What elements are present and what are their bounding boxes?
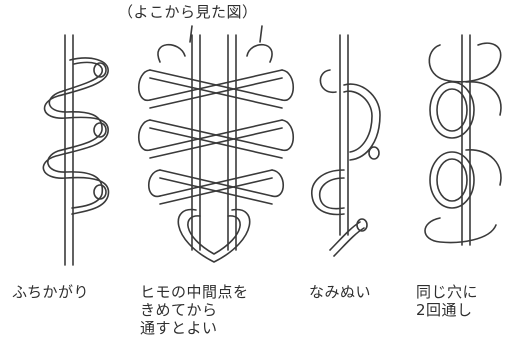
side-view-caption: （よこから見た図）: [118, 3, 258, 21]
whip-stitch-label: ふちかがり: [12, 283, 90, 301]
running-stitch-illustration: [311, 34, 381, 257]
running-stitch-label: なみぬい: [309, 283, 372, 301]
whip-stitch-illustration: [42, 34, 110, 266]
double-pass-label: 同じ穴に 2回通し: [416, 283, 479, 319]
cross-lacing-illustration: [137, 25, 295, 263]
cross-lacing-label: ヒモの中間点を きめてから 通すとよい: [140, 283, 249, 337]
double-pass-illustration: [424, 34, 502, 246]
